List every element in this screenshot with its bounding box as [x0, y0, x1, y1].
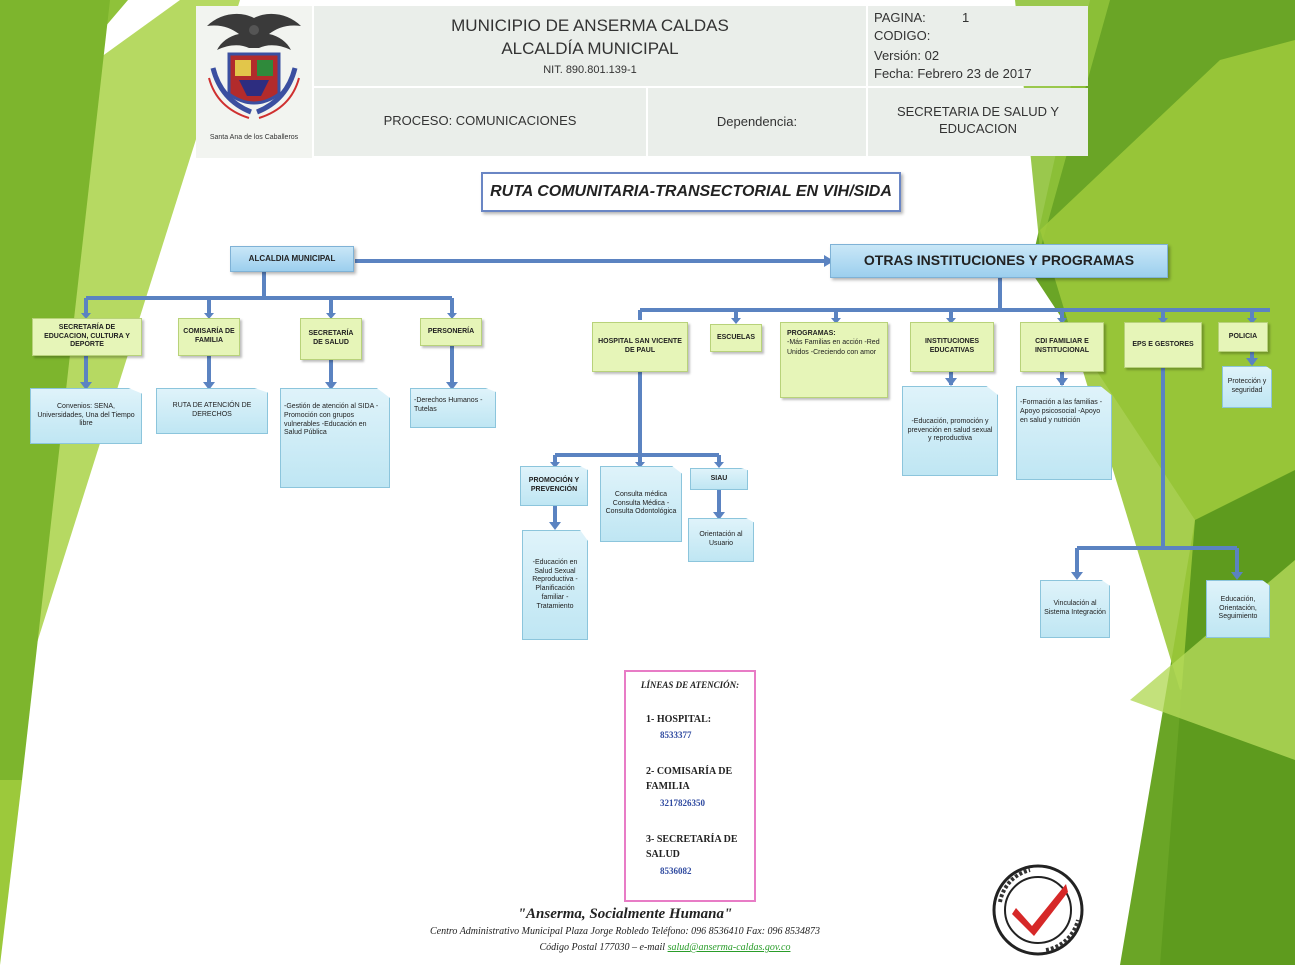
municipality-name: MUNICIPIO DE ANSERMA CALDAS — [451, 16, 729, 35]
header-process-cell: PROCESO: COMUNICACIONES — [314, 88, 646, 156]
right-child-detail: -Más Familias en acción -Red Unidos -Cre… — [787, 339, 880, 356]
right-detail-text: Protección y seguridad — [1227, 378, 1267, 394]
diagram-title: RUTA COMUNITARIA-TRANSECTORIAL EN VIH/SI… — [490, 183, 892, 200]
header-meta-cell: PAGINA: 1 CODIGO: Versión: 02 Fecha: Feb… — [868, 6, 1088, 86]
left-detail-text: RUTA DE ATENCIÓN DE DERECHOS — [172, 402, 252, 418]
version-text: Versión: 02 — [874, 48, 940, 63]
page-value: 1 — [962, 10, 970, 25]
nit-number: NIT. 890.801.139-1 — [543, 64, 637, 76]
contact-title: LÍNEAS DE ATENCIÓN: — [640, 680, 740, 690]
code-label: CODIGO: — [874, 28, 931, 43]
contact-item-number: 3217826350 — [660, 798, 705, 808]
dependency-value: SECRETARIA DE SALUD Y EDUCACION — [896, 104, 1060, 136]
alcaldia-name: ALCALDÍA MUNICIPAL — [501, 39, 679, 58]
page-label: PAGINA: — [874, 10, 926, 25]
quality-seal-icon — [992, 864, 1084, 956]
contact-lines-box: LÍNEAS DE ATENCIÓN: 1- HOSPITAL: 8533377… — [624, 670, 756, 902]
left-detail-text: -Gestión de atención al SIDA -Promoción … — [284, 403, 379, 437]
left-child-label: SECRETARÍA DE SALUD — [308, 330, 354, 346]
right-detail-text: -Educación, promoción y prevención en sa… — [907, 417, 993, 443]
hospital-detail-text: Orientación al Usuario — [699, 531, 743, 547]
left-child-box: COMISARÍA DE FAMILIA — [178, 318, 240, 356]
left-child-box: SECRETARÍA DE SALUD — [300, 318, 362, 360]
dependency-label: Dependencia: — [716, 114, 798, 129]
header-dependency-label-cell: Dependencia: — [648, 88, 866, 156]
hospital-detail-box: -Educación en Salud Sexual Reproductiva … — [522, 530, 588, 640]
header-dependency-value-cell: SECRETARIA DE SALUD Y EDUCACION — [868, 88, 1088, 156]
left-child-label: COMISARÍA DE FAMILIA — [183, 328, 235, 344]
right-child-box: POLICIA — [1218, 322, 1268, 352]
footer-postal: Código Postal 177030 – e-mail salud@anse… — [430, 942, 900, 953]
left-detail-box: Convenios: SENA, Universidades, Una del … — [30, 388, 142, 444]
hospital-detail-box: Orientación al Usuario — [688, 518, 754, 562]
process-text: PROCESO: COMUNICACIONES — [383, 113, 577, 128]
left-detail-box: RUTA DE ATENCIÓN DE DERECHOS — [156, 388, 268, 434]
contact-item-number: 8533377 — [660, 730, 692, 740]
eps-child-label: Educación, Orientación, Seguimiento — [1218, 595, 1258, 621]
hospital-child-box: PROMOCIÓN Y PREVENCIÓN — [520, 466, 588, 506]
right-root-label: OTRAS INSTITUCIONES Y PROGRAMAS — [863, 252, 1135, 269]
right-child-box: PROGRAMAS: -Más Familias en acción -Red … — [780, 322, 888, 398]
left-child-box: PERSONERÍA — [420, 318, 482, 346]
right-child-label: CDI FAMILIAR E INSTITUCIONAL — [1034, 338, 1090, 354]
left-child-label: SECRETARÍA DE EDUCACION, CULTURA Y DEPOR… — [44, 323, 130, 349]
footer-postal-text: Código Postal 177030 – e-mail — [539, 942, 666, 953]
contact-item-number: 8536082 — [660, 866, 692, 876]
right-child-box: ESCUELAS — [710, 324, 762, 352]
contact-item-label: 3- SECRETARÍA DE SALUD — [646, 834, 738, 860]
left-root-label: ALCALDIA MUNICIPAL — [248, 254, 336, 263]
right-detail-box: Protección y seguridad — [1222, 366, 1272, 408]
right-child-label: HOSPITAL SAN VICENTE DE PAUL — [598, 338, 682, 354]
hospital-child-box: SIAU — [690, 468, 748, 490]
eps-child-label: Vinculación al Sistema Integración — [1044, 600, 1106, 616]
hospital-child-box: Consulta médica Consulta Médica -Consult… — [600, 466, 682, 542]
right-child-box: EPS E GESTORES — [1124, 322, 1202, 368]
footer-slogan: "Anserma, Socialmente Humana" — [517, 906, 733, 922]
right-child-box: HOSPITAL SAN VICENTE DE PAUL — [592, 322, 688, 372]
header-logo-cell: Santa Ana de los Caballeros — [196, 6, 312, 158]
contact-item-label: 2- COMISARÍA DE FAMILIA — [646, 766, 733, 792]
footer-email-link[interactable]: salud@anserma-caldas.gov.co — [667, 942, 791, 953]
left-child-box: SECRETARÍA DE EDUCACION, CULTURA Y DEPOR… — [32, 318, 142, 356]
hospital-detail-text: -Educación en Salud Sexual Reproductiva … — [532, 558, 578, 610]
left-detail-box: -Gestión de atención al SIDA -Promoción … — [280, 388, 390, 488]
right-detail-text: -Formación a las familias -Apoyo psicoso… — [1020, 399, 1103, 424]
right-child-box: INSTITUCIONES EDUCATIVAS — [910, 322, 994, 372]
left-detail-text: -Derechos Humanos -Tutelas — [414, 397, 483, 413]
contact-item-label: 1- HOSPITAL: — [646, 714, 712, 725]
coat-of-arms-icon — [207, 13, 301, 119]
date-text: Fecha: Febrero 23 de 2017 — [874, 66, 1032, 81]
hospital-child-label: Consulta médica Consulta Médica -Consult… — [605, 490, 677, 516]
eps-child-box: Educación, Orientación, Seguimiento — [1206, 580, 1270, 638]
hospital-child-label: PROMOCIÓN Y PREVENCIÓN — [528, 477, 580, 493]
diagram-title-box: RUTA COMUNITARIA-TRANSECTORIAL EN VIH/SI… — [481, 172, 901, 212]
right-child-label: PROGRAMAS: — [787, 330, 836, 337]
left-detail-text: Convenios: SENA, Universidades, Una del … — [37, 402, 135, 428]
left-detail-box: -Derechos Humanos -Tutelas — [410, 388, 496, 428]
right-child-label: EPS E GESTORES — [1132, 340, 1194, 348]
header-title-cell: MUNICIPIO DE ANSERMA CALDAS ALCALDÍA MUN… — [314, 6, 866, 86]
logo-caption: Santa Ana de los Caballeros — [209, 134, 299, 141]
right-child-box: CDI FAMILIAR E INSTITUCIONAL — [1020, 322, 1104, 372]
footer-address: Centro Administrativo Municipal Plaza Jo… — [429, 926, 821, 937]
right-child-label: ESCUELAS — [716, 333, 756, 341]
hospital-child-label: SIAU — [710, 474, 728, 482]
right-detail-box: -Educación, promoción y prevención en sa… — [902, 386, 998, 476]
right-child-label: POLICIA — [1228, 332, 1258, 340]
right-detail-box: -Formación a las familias -Apoyo psicoso… — [1016, 386, 1112, 480]
left-child-label: PERSONERÍA — [427, 327, 475, 335]
eps-child-box: Vinculación al Sistema Integración — [1040, 580, 1110, 638]
right-child-label: INSTITUCIONES EDUCATIVAS — [924, 338, 980, 354]
left-root-box: ALCALDIA MUNICIPAL — [230, 246, 354, 272]
right-root-box: OTRAS INSTITUCIONES Y PROGRAMAS — [830, 244, 1168, 278]
